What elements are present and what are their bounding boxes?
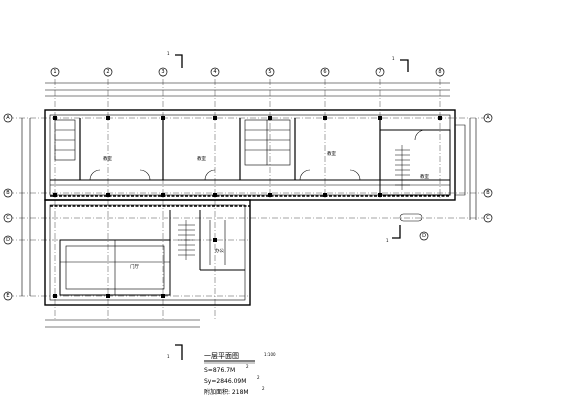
stat-area-extra: 附加面积: 218M [204, 388, 249, 396]
room-label-4: 教室 [420, 173, 429, 180]
axis-right-b: B [486, 190, 490, 196]
axis-left-b: B [6, 190, 10, 196]
room-label-5: 办公 [215, 247, 224, 254]
section-mark-bottom: 1 [167, 354, 170, 359]
room-label-2: 教室 [197, 155, 206, 162]
axis-right-c: C [486, 215, 490, 221]
axis-top-7: 7 [378, 69, 381, 75]
section-mark-right: 1 [386, 238, 389, 243]
axis-top-2: 2 [106, 69, 109, 75]
room-label-1: 教室 [103, 155, 112, 162]
stat-area-s: S=876.7M [204, 367, 235, 374]
axis-left-a: A [6, 115, 10, 121]
room-label-6: 门厅 [130, 263, 139, 270]
axis-left-d: D [6, 237, 10, 243]
axis-top-3: 3 [161, 69, 164, 75]
stat-area-extra-sup: 2 [262, 386, 265, 391]
axis-right-a: A [486, 115, 490, 121]
axis-left-c: C [6, 215, 10, 221]
stat-area-sy: Sy=2846.09M [204, 378, 246, 385]
room-label-3: 教室 [327, 150, 336, 157]
axis-top-1: 1 [53, 69, 56, 75]
section-mark-top-left: 1 [167, 51, 170, 56]
section-mark-top-right: 1 [392, 56, 395, 61]
axis-left-e: E [6, 293, 9, 299]
stat-area-sy-sup: 2 [257, 375, 260, 380]
axis-top-4: 4 [213, 69, 216, 75]
axis-top-8: 8 [438, 69, 441, 75]
axis-right-d: D [422, 233, 426, 239]
drawing-scale: 1:100 [264, 352, 276, 357]
axis-top-6: 6 [323, 69, 326, 75]
drawing-title: 一层平面图 [204, 352, 239, 360]
stat-area-s-sup: 2 [246, 364, 249, 369]
axis-top-5: 5 [268, 69, 271, 75]
